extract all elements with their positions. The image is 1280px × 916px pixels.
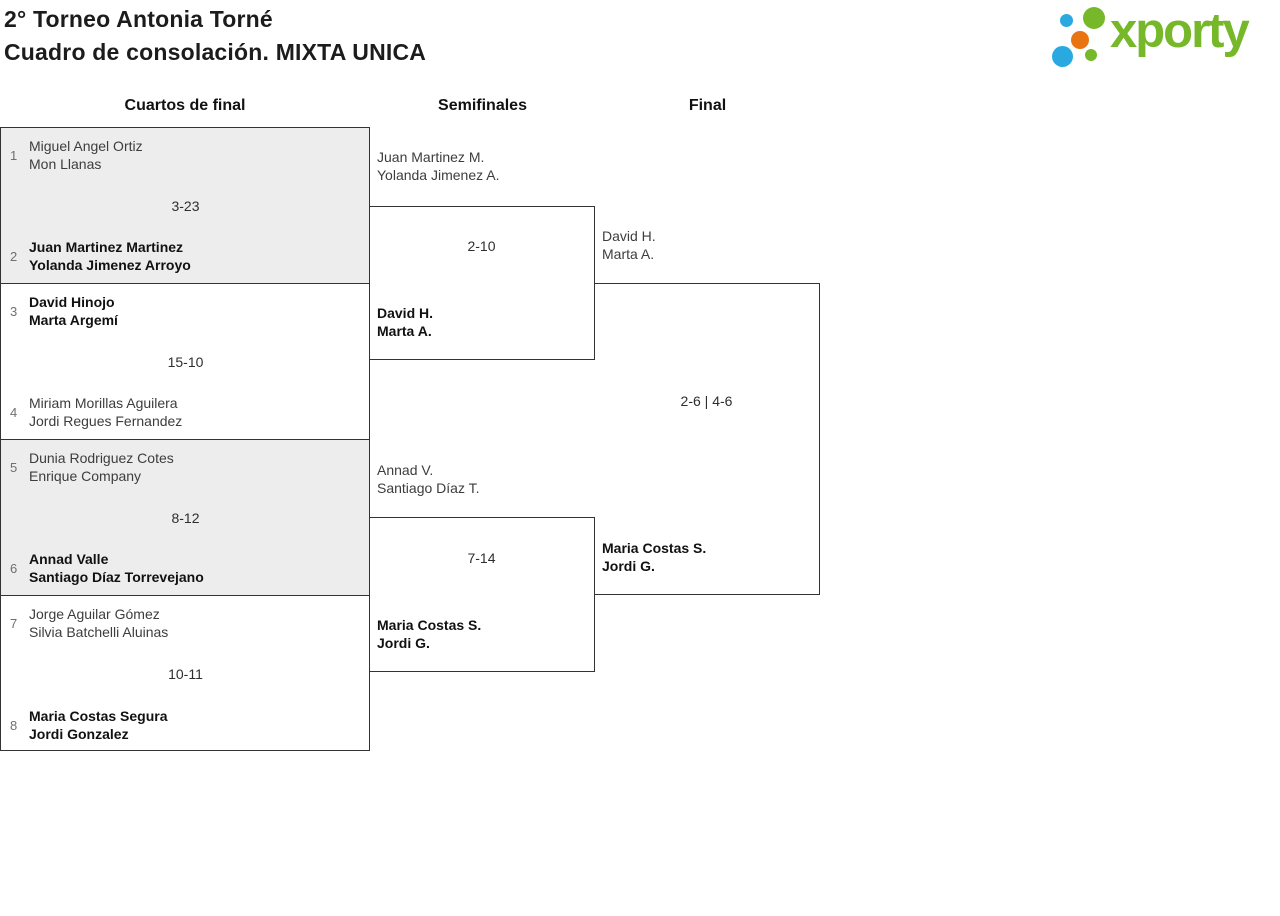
match-card-qf2: 3 David Hinojo Marta Argemí 15-10 4 Miri… bbox=[1, 284, 369, 440]
player-name: Mon Llanas bbox=[29, 156, 102, 172]
round-header-final: Final bbox=[688, 97, 727, 114]
player-name: Marta A. bbox=[602, 246, 655, 262]
seed-number: 5 bbox=[10, 459, 18, 475]
participant-label: David H. Marta A. bbox=[377, 304, 433, 340]
player-name: Marta Argemí bbox=[29, 312, 118, 328]
player-name: Miriam Morillas Aguilera bbox=[29, 395, 178, 411]
participant-pair: 8 Maria Costas Segura Jordi Gonzalez bbox=[10, 707, 361, 743]
participant-label: Annad V. Santiago Díaz T. bbox=[377, 461, 479, 497]
participant-names: Miguel Angel Ortiz Mon Llanas bbox=[29, 137, 143, 173]
bracket-subtitle: Cuadro de consolación. MIXTA UNICA bbox=[4, 39, 427, 65]
match-score: 7-14 bbox=[467, 550, 496, 566]
player-name: Jordi G. bbox=[377, 635, 430, 651]
seed-number: 7 bbox=[10, 615, 18, 631]
player-name: Annad Valle bbox=[29, 551, 109, 567]
participant-names: Annad Valle Santiago Díaz Torrevejano bbox=[29, 550, 204, 586]
participant-names: Dunia Rodriguez Cotes Enrique Company bbox=[29, 449, 174, 485]
player-name: Maria Costas S. bbox=[602, 540, 707, 556]
player-name: Yolanda Jimenez Arroyo bbox=[29, 257, 191, 273]
round-header-semifinals: Semifinales bbox=[438, 97, 527, 114]
player-name: Enrique Company bbox=[29, 468, 142, 484]
seed-number: 2 bbox=[10, 248, 18, 264]
player-name: Silvia Batchelli Aluinas bbox=[29, 624, 169, 640]
participant-pair: 4 Miriam Morillas Aguilera Jordi Regues … bbox=[10, 394, 361, 430]
match-card-qf3: 5 Dunia Rodriguez Cotes Enrique Company … bbox=[1, 440, 369, 596]
participant-pair: 5 Dunia Rodriguez Cotes Enrique Company bbox=[10, 449, 361, 485]
player-name: Santiago Díaz T. bbox=[377, 480, 480, 496]
participant-pair: 6 Annad Valle Santiago Díaz Torrevejano bbox=[10, 550, 361, 586]
match-card-qf1: 1 Miguel Angel Ortiz Mon Llanas 3-23 2 J… bbox=[1, 128, 369, 284]
logo-dot-blue-large-icon bbox=[1052, 46, 1073, 67]
player-name: Jorge Aguilar Gómez bbox=[29, 606, 160, 622]
round-header-quarterfinals: Cuartos de final bbox=[124, 97, 246, 114]
player-name: Jordi Regues Fernandez bbox=[29, 413, 183, 429]
match-score: 8-12 bbox=[171, 509, 200, 526]
logo-wordmark: xporty bbox=[1110, 4, 1250, 58]
participant-names: Miriam Morillas Aguilera Jordi Regues Fe… bbox=[29, 394, 182, 430]
player-name: Juan Martinez M. bbox=[377, 149, 485, 165]
participant-label: Juan Martinez M. Yolanda Jimenez A. bbox=[377, 148, 499, 184]
quarterfinals-column: 1 Miguel Angel Ortiz Mon Llanas 3-23 2 J… bbox=[0, 127, 370, 751]
participant-label: Maria Costas S. Jordi G. bbox=[377, 616, 481, 652]
seed-number: 4 bbox=[10, 404, 18, 420]
player-name: Dunia Rodriguez Cotes bbox=[29, 450, 174, 466]
logo-dot-blue-small-icon bbox=[1060, 14, 1073, 27]
player-name: David H. bbox=[602, 228, 656, 244]
seed-number: 1 bbox=[10, 147, 18, 163]
participant-pair: 1 Miguel Angel Ortiz Mon Llanas bbox=[10, 137, 361, 173]
player-name: Yolanda Jimenez A. bbox=[377, 167, 500, 183]
participant-pair: 3 David Hinojo Marta Argemí bbox=[10, 293, 361, 329]
xporty-logo[interactable]: xporty bbox=[1050, 0, 1278, 70]
player-name: David Hinojo bbox=[29, 294, 115, 310]
logo-dot-green-large-icon bbox=[1083, 7, 1105, 29]
logo-dot-green-small-icon bbox=[1085, 49, 1097, 61]
player-name: Jordi G. bbox=[602, 558, 655, 574]
player-name: Juan Martinez Martinez bbox=[29, 239, 184, 255]
participant-names: Juan Martinez Martinez Yolanda Jimenez A… bbox=[29, 238, 191, 274]
logo-dot-orange-icon bbox=[1071, 31, 1089, 49]
seed-number: 6 bbox=[10, 560, 18, 576]
seed-number: 3 bbox=[10, 303, 18, 319]
match-score: 3-23 bbox=[171, 197, 200, 214]
player-name: Miguel Angel Ortiz bbox=[29, 138, 143, 154]
participant-pair: 7 Jorge Aguilar Gómez Silvia Batchelli A… bbox=[10, 605, 361, 641]
participant-names: Maria Costas Segura Jordi Gonzalez bbox=[29, 707, 168, 743]
participant-label: Maria Costas S. Jordi G. bbox=[602, 539, 706, 575]
match-score: 15-10 bbox=[167, 353, 204, 370]
participant-pair: 2 Juan Martinez Martinez Yolanda Jimenez… bbox=[10, 238, 361, 274]
match-score: 2-10 bbox=[467, 238, 496, 254]
final-connector: 2-6 | 4-6 bbox=[594, 283, 820, 595]
page-title: 2° Torneo Antonia Torné Cuadro de consol… bbox=[4, 3, 426, 69]
seed-number: 8 bbox=[10, 717, 18, 733]
match-score: 2-6 | 4-6 bbox=[680, 393, 733, 409]
tournament-name: 2° Torneo Antonia Torné bbox=[4, 6, 273, 32]
participant-names: David Hinojo Marta Argemí bbox=[29, 293, 118, 329]
player-name: Maria Costas Segura bbox=[29, 708, 168, 724]
player-name: Annad V. bbox=[377, 462, 434, 478]
participant-names: Jorge Aguilar Gómez Silvia Batchelli Alu… bbox=[29, 605, 168, 641]
player-name: Santiago Díaz Torrevejano bbox=[29, 569, 204, 585]
player-name: David H. bbox=[377, 305, 434, 321]
player-name: Marta A. bbox=[377, 323, 432, 339]
match-score: 10-11 bbox=[168, 666, 203, 682]
participant-label: David H. Marta A. bbox=[602, 227, 656, 263]
match-card-qf4: 7 Jorge Aguilar Gómez Silvia Batchelli A… bbox=[1, 596, 369, 752]
player-name: Jordi Gonzalez bbox=[29, 726, 129, 742]
player-name: Maria Costas S. bbox=[377, 617, 482, 633]
